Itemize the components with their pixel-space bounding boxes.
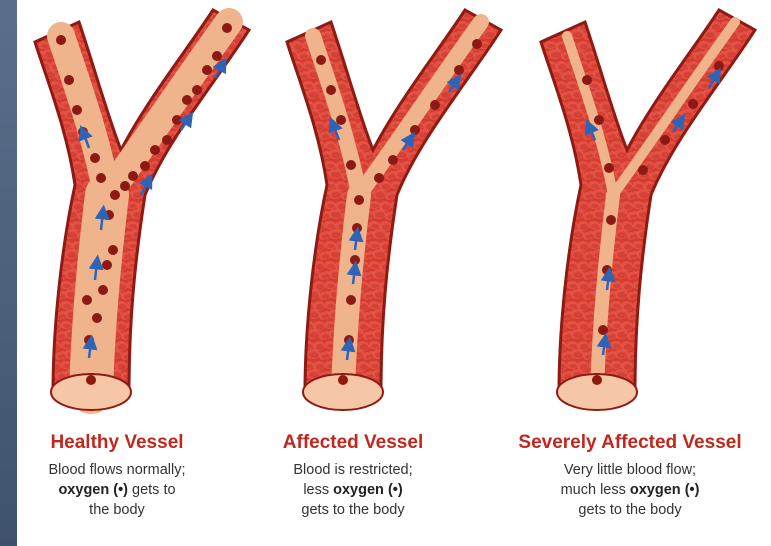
oxygen-dot-7 (336, 115, 346, 125)
oxygen-dot-25 (222, 23, 232, 33)
oxygen-dot-3 (606, 215, 616, 225)
oxygen-dot-10 (96, 173, 106, 183)
oxygen-dot-18 (150, 145, 160, 155)
oxygen-dot-8 (660, 135, 670, 145)
oxygen-dot-22 (192, 85, 202, 95)
oxygen-dot-13 (430, 100, 440, 110)
oxygen-dot-17 (140, 161, 150, 171)
oxygen-dot-12 (410, 125, 420, 135)
lumen-right-branch (359, 22, 481, 195)
oxygen-dot-14 (64, 75, 74, 85)
oxygen-dot-6 (346, 160, 356, 170)
oxygen-dot-0 (592, 375, 602, 385)
lumen-right-branch (613, 22, 735, 195)
diagram-panel: Healthy Vessel Blood flows normally; oxy… (17, 0, 771, 546)
oxygen-dot-8 (326, 85, 336, 95)
oxygen-word: oxygen (630, 482, 681, 498)
vessel-healthy (35, 10, 249, 410)
severely-affected-caption: Severely Affected Vessel Very little blo… (499, 432, 761, 520)
oxygen-dot-6 (108, 245, 118, 255)
vessel-affected (287, 10, 501, 410)
oxygen-dot-15 (472, 39, 482, 49)
severe-desc-line1: Very little blood flow; (499, 460, 761, 480)
oxygen-dot-6 (582, 75, 592, 85)
oxygen-dot-13 (72, 105, 82, 115)
oxygen-dot-4 (98, 285, 108, 295)
healthy-desc-line1: Blood flows normally; (17, 460, 217, 480)
severely-affected-vessel-title: Severely Affected Vessel (499, 432, 761, 454)
oxygen-dot-11 (90, 153, 100, 163)
healthy-caption: Healthy Vessel Blood flows normally; oxy… (17, 432, 217, 520)
oxygen-dot-16 (128, 171, 138, 181)
affected-vessel-title: Affected Vessel (253, 432, 453, 454)
oxygen-dot-19 (162, 135, 172, 145)
oxygen-dot-7 (638, 165, 648, 175)
oxygen-dot-21 (182, 95, 192, 105)
oxygen-dot-1 (344, 335, 354, 345)
oxygen-dot-2 (92, 313, 102, 323)
oxygen-word: oxygen (333, 482, 384, 498)
oxygen-dot-10 (714, 61, 724, 71)
oxygen-dot-0 (86, 375, 96, 385)
oxygen-dot-23 (202, 65, 212, 75)
oxygen-dot-2 (602, 265, 612, 275)
oxygen-dot-15 (56, 35, 66, 45)
oxygen-dot-symbol: (•) (685, 482, 700, 498)
healthy-desc-line3: the body (17, 500, 217, 520)
affected-desc-line2: less oxygen (•) (253, 480, 453, 500)
severe-desc-line3: gets to the body (499, 500, 761, 520)
severe-desc-line2-pre: much less (561, 482, 626, 498)
oxygen-dot-9 (688, 99, 698, 109)
oxygen-dot-5 (594, 115, 604, 125)
oxygen-dot-11 (388, 155, 398, 165)
oxygen-dot-20 (172, 115, 182, 125)
affected-desc-line1: Blood is restricted; (253, 460, 453, 480)
oxygen-dot-1 (84, 335, 94, 345)
affected-desc-line2-pre: less (303, 482, 329, 498)
lumen-right-branch (107, 22, 229, 195)
oxygen-dot-10 (374, 173, 384, 183)
affected-vessel-description: Blood is restricted; less oxygen (•) get… (253, 460, 453, 520)
oxygen-dot-0 (338, 375, 348, 385)
oxygen-word: oxygen (58, 482, 109, 498)
healthy-vessel-description: Blood flows normally; oxygen (•) gets to… (17, 460, 217, 520)
healthy-vessel-title: Healthy Vessel (17, 432, 217, 454)
oxygen-dot-4 (604, 163, 614, 173)
oxygen-dot-3 (350, 255, 360, 265)
oxygen-dot-5 (354, 195, 364, 205)
healthy-desc-line2-rest: gets to (132, 482, 176, 498)
oxygen-dot-3 (82, 295, 92, 305)
oxygen-dot-symbol: (•) (388, 482, 403, 498)
oxygen-dot-4 (352, 223, 362, 233)
vessel-severe (541, 10, 755, 410)
oxygen-dot-8 (110, 190, 120, 200)
oxygen-dot-5 (102, 260, 112, 270)
severely-affected-vessel-description: Very little blood flow; much less oxygen… (499, 460, 761, 520)
severe-desc-line2: much less oxygen (•) (499, 480, 761, 500)
oxygen-dot-2 (346, 295, 356, 305)
oxygen-dot-7 (104, 210, 114, 220)
oxygen-dot-14 (454, 65, 464, 75)
oxygen-dot-9 (316, 55, 326, 65)
oxygen-dot-1 (598, 325, 608, 335)
healthy-desc-line2: oxygen (•) gets to (17, 480, 217, 500)
oxygen-dot-9 (120, 181, 130, 191)
oxygen-dot-symbol: (•) (113, 482, 128, 498)
oxygen-dot-24 (212, 51, 222, 61)
affected-caption: Affected Vessel Blood is restricted; les… (253, 432, 453, 520)
affected-desc-line3: gets to the body (253, 500, 453, 520)
